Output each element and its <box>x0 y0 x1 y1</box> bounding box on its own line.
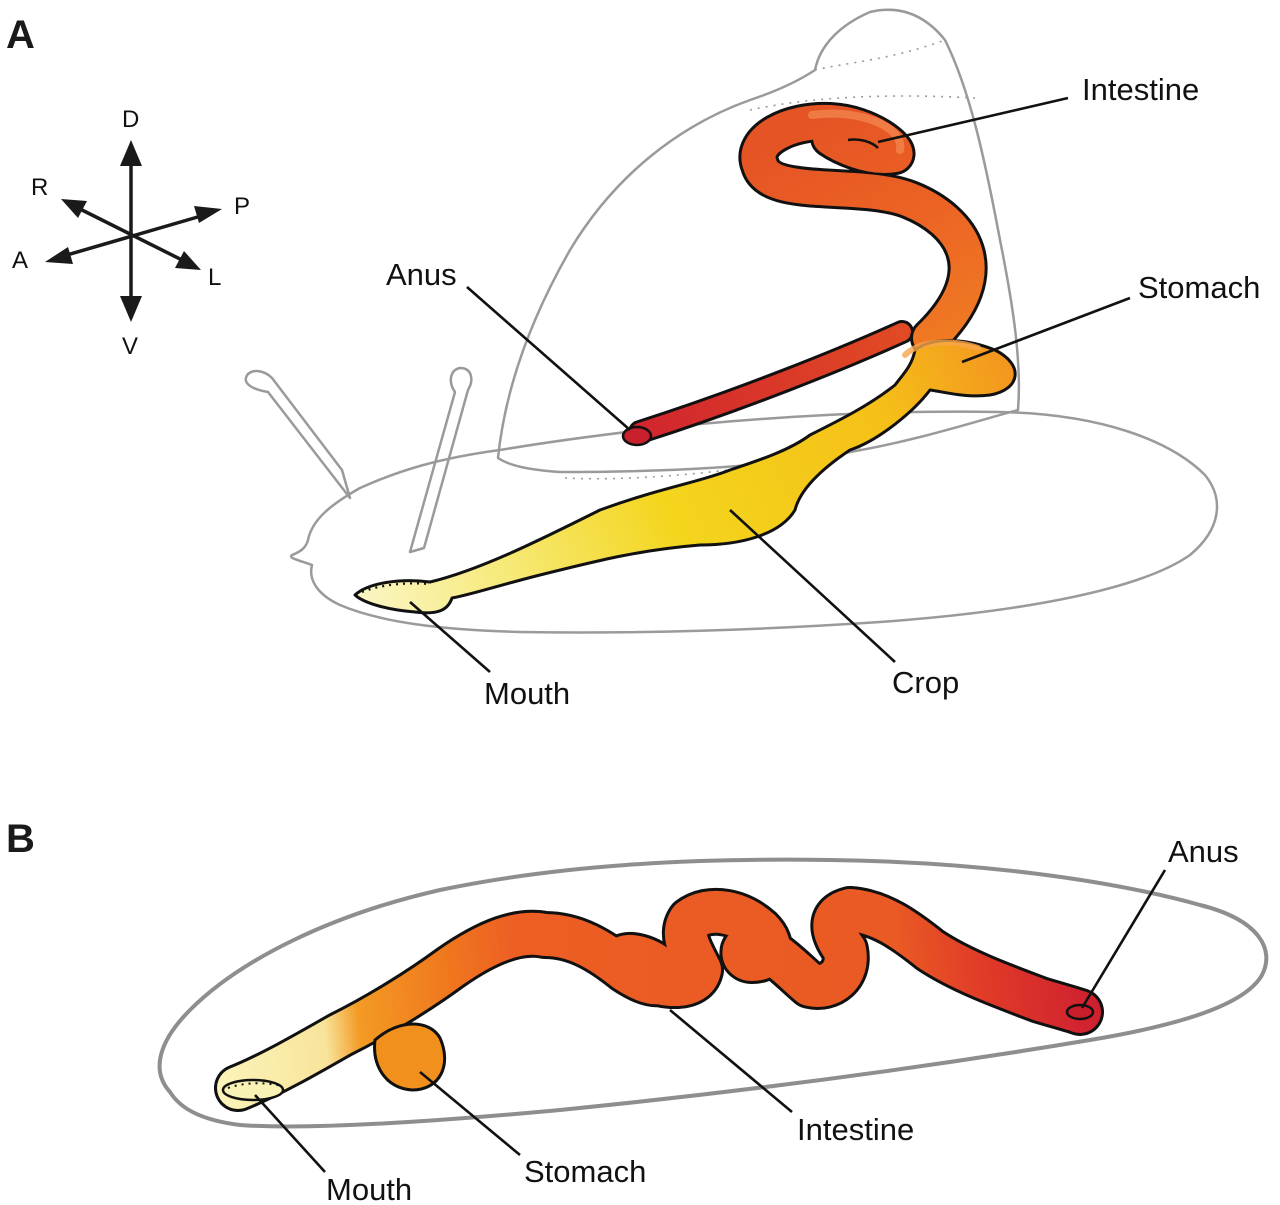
label-stomach-b: Stomach <box>524 1154 646 1189</box>
label-mouth-a: Mouth <box>484 676 570 711</box>
stomach-b <box>373 1022 447 1092</box>
leader-lines-a <box>409 96 1131 673</box>
snail-gut-a <box>353 101 1017 615</box>
label-anus-a: Anus <box>386 257 457 292</box>
right-label: R <box>31 174 48 201</box>
crop-and-esophagus <box>353 339 1017 615</box>
posterior-label: P <box>234 193 250 220</box>
intestine-a <box>741 104 985 355</box>
label-crop: Crop <box>892 665 959 700</box>
label-anus-b: Anus <box>1168 834 1239 869</box>
orientation-compass: D V A P R L <box>12 106 250 360</box>
label-intestine-b: Intestine <box>797 1112 914 1147</box>
mouth-opening-b <box>221 1078 285 1102</box>
panel-b: B Anus Mouth Stomach Intestine <box>6 817 1269 1205</box>
label-intestine-a: Intestine <box>1082 72 1199 107</box>
dorsal-label: D <box>122 106 139 133</box>
anus-opening-b <box>1065 1003 1095 1021</box>
snail-gut-b <box>214 886 1104 1112</box>
rectum <box>631 323 911 441</box>
panel-a-letter: A <box>6 13 35 57</box>
anterior-label: A <box>12 247 28 274</box>
anus-opening-a <box>621 425 653 447</box>
left-label: L <box>208 264 221 291</box>
label-mouth-b: Mouth <box>326 1172 412 1205</box>
intestine-b <box>217 889 1101 1109</box>
ventral-label: V <box>122 333 138 360</box>
leader-lines-b <box>254 869 1167 1173</box>
label-stomach-a: Stomach <box>1138 270 1260 305</box>
panel-a: A D V A P R L <box>6 8 1260 711</box>
panel-b-letter: B <box>6 817 35 861</box>
slug-outline <box>157 857 1269 1129</box>
